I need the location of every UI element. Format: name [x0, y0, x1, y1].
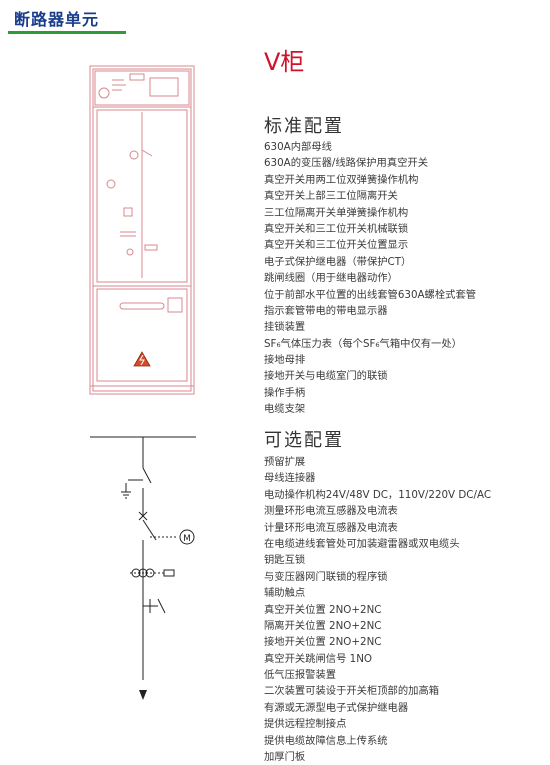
list-item: 挂锁装置 — [264, 321, 306, 334]
list-item: 母线连接器 — [264, 472, 316, 485]
list-item: 真空开关用两工位双弹簧操作机构 — [264, 173, 419, 186]
optional-config-title: 可选配置 — [264, 430, 344, 451]
list-item: 三工位隔离开关单弹簧操作机构 — [264, 206, 409, 219]
motor-label: M — [183, 534, 191, 544]
list-item: 630A的变压器/线路保护用真空开关 — [264, 157, 429, 170]
list-item: 位于前部水平位置的出线套管630A螺栓式套管 — [264, 288, 477, 301]
list-item: 提供电缆故障信息上传系统 — [264, 734, 388, 747]
page-title: 断路器单元 — [14, 10, 100, 29]
list-item: 真空开关和三工位开关机械联锁 — [264, 222, 409, 235]
list-item: SF₆气体压力表（每个SF₆气箱中仅有一处） — [264, 337, 462, 350]
list-item: 钥匙互锁 — [264, 554, 306, 567]
list-item: 测量环形电流互感器及电流表 — [264, 505, 398, 518]
list-item: 辅助触点 — [264, 587, 306, 600]
list-item: 计量环形电流互感器及电流表 — [264, 521, 398, 534]
list-item: 与变压器网门联锁的程序锁 — [264, 570, 388, 583]
list-item: 跳闸线圈（用于继电器动作） — [264, 272, 398, 285]
list-item: 电缆支架 — [264, 403, 306, 416]
standard-config-title: 标准配置 — [264, 116, 344, 137]
list-item: 真空开关跳闸信号 1NO — [264, 652, 373, 665]
list-item: 预留扩展 — [264, 456, 306, 468]
list-item: 操作手柄 — [264, 386, 306, 399]
list-item: 指示套管带电的带电显示器 — [264, 304, 388, 317]
list-item: 电子式保护继电器（带保护CT） — [264, 255, 412, 268]
list-item: 二次装置可装设于开关柜顶部的加高箱 — [264, 685, 440, 698]
list-item: 接地开关与电缆室门的联锁 — [264, 370, 388, 383]
list-item: 630A内部母线 — [264, 141, 332, 153]
list-item: 真空开关上部三工位隔离开关 — [264, 190, 398, 203]
list-item: 真空开关和三工位开关位置显示 — [264, 239, 409, 252]
list-item: 真空开关位置 2NO+2NC — [264, 603, 382, 616]
list-item: 接地开关位置 2NO+2NC — [264, 636, 382, 649]
list-item: 隔离开关位置 2NO+2NC — [264, 619, 382, 632]
list-item: 加厚门板 — [264, 751, 306, 764]
list-item: 电动操作机构24V/48V DC，110V/220V DC/AC — [264, 488, 492, 501]
title-underline — [8, 31, 126, 34]
standard-config-list: 630A内部母线 630A的变压器/线路保护用真空开关 真空开关用两工位双弹簧操… — [264, 139, 476, 418]
list-item: 在电缆进线套管处可加装避雷器或双电缆头 — [264, 537, 460, 550]
cabinet-title: V柜 — [264, 48, 305, 76]
list-item: 提供远程控制接点 — [264, 718, 347, 731]
optional-config-list: 预留扩展 母线连接器 电动操作机构24V/48V DC，110V/220V DC… — [264, 454, 491, 765]
list-item: 低气压报警装置 — [264, 669, 337, 682]
list-item: 接地母排 — [264, 354, 306, 367]
list-item: 有源或无源型电子式保护继电器 — [264, 701, 409, 714]
